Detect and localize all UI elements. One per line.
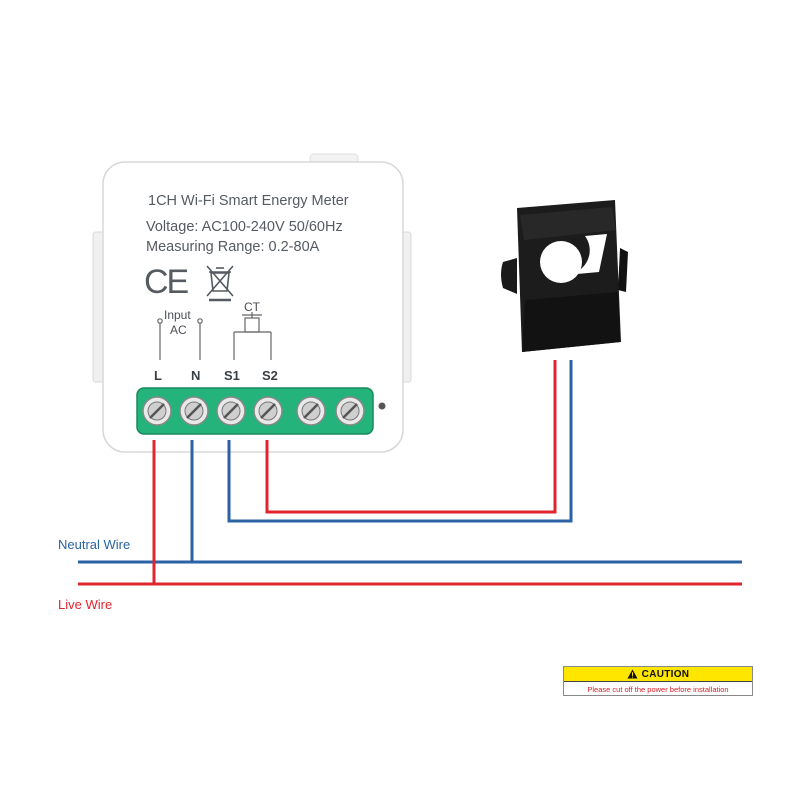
ct-bracket bbox=[233, 312, 272, 360]
neutral-wire-label: Neutral Wire bbox=[58, 537, 131, 552]
device-body bbox=[102, 161, 404, 453]
s1-terminal-wire bbox=[227, 360, 573, 523]
terminal-screw bbox=[335, 396, 365, 426]
weee-bin-icon bbox=[206, 265, 234, 302]
terminal-screws bbox=[142, 396, 365, 426]
ac-label: AC bbox=[170, 323, 187, 337]
status-led bbox=[378, 402, 386, 410]
device-title: 1CH Wi-Fi Smart Energy Meter bbox=[148, 193, 349, 209]
s2-terminal-wire bbox=[265, 360, 557, 514]
caution-title: CAUTION bbox=[641, 668, 690, 680]
terminal-screw bbox=[253, 396, 283, 426]
warning-triangle-icon bbox=[627, 669, 638, 679]
input-label: Input bbox=[164, 308, 191, 322]
terminal-screw bbox=[216, 396, 246, 426]
terminal-label-s2: S2 bbox=[262, 368, 278, 383]
terminal-label-s1: S1 bbox=[224, 368, 240, 383]
ct-label: CT bbox=[244, 300, 260, 314]
caution-message: Please cut off the power before installa… bbox=[587, 685, 729, 694]
terminal-label-n: N bbox=[191, 368, 201, 383]
current-transformer-clamp bbox=[501, 200, 628, 352]
terminal-screw bbox=[296, 396, 326, 426]
caution-label: CAUTION Please cut off the power before … bbox=[563, 666, 753, 696]
input-ac-bracket bbox=[157, 318, 203, 360]
live-wire-label: Live Wire bbox=[58, 597, 113, 612]
terminal-screw bbox=[142, 396, 172, 426]
device-range: Measuring Range: 0.2-80A bbox=[146, 239, 320, 255]
device-voltage: Voltage: AC100-240V 50/60Hz bbox=[146, 219, 343, 235]
ce-mark: CE bbox=[144, 263, 189, 301]
terminal-screw bbox=[179, 396, 209, 426]
terminal-label-l: L bbox=[154, 368, 162, 383]
caution-header: CAUTION bbox=[564, 667, 752, 682]
